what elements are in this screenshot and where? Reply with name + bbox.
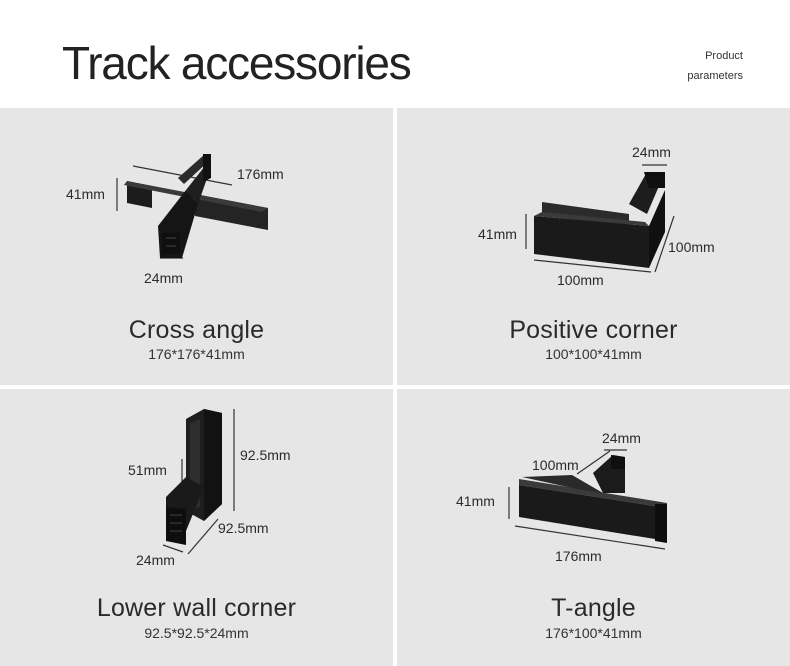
dimension-height: 92.5mm bbox=[240, 447, 291, 463]
page-header: Track accessories Product parameters bbox=[0, 0, 790, 108]
dimension-height: 41mm bbox=[478, 226, 517, 242]
params-line-2: parameters bbox=[687, 70, 743, 82]
product-name: Lower wall corner bbox=[96, 594, 297, 622]
product-size: 100*100*41mm bbox=[545, 346, 642, 362]
dimension-width: 24mm bbox=[632, 144, 671, 160]
dimension-width: 24mm bbox=[144, 270, 183, 286]
cross-angle-illustration bbox=[116, 154, 268, 259]
product-card-lower-wall-corner: 51mm 92.5mm 92.5mm 24mm Lower wall corne… bbox=[0, 389, 393, 666]
product-name: Positive corner bbox=[509, 316, 678, 344]
dimension-length: 92.5mm bbox=[218, 520, 269, 536]
product-card-cross-angle: 41mm 176mm 24mm Cross angle 176*176*41mm bbox=[0, 108, 393, 385]
product-card-t-angle: 24mm 100mm 41mm 176mm T-angle 176*100*41… bbox=[397, 389, 790, 666]
dimension-length: 176mm bbox=[555, 548, 602, 564]
page-title: Track accessories bbox=[62, 37, 412, 89]
t-angle-illustration bbox=[508, 449, 667, 550]
product-size: 92.5*92.5*24mm bbox=[144, 625, 249, 641]
dimension-length: 176mm bbox=[237, 166, 284, 182]
product-size: 176*176*41mm bbox=[148, 346, 245, 362]
product-size: 176*100*41mm bbox=[545, 625, 642, 641]
product-name: T-angle bbox=[551, 594, 636, 622]
dimension-length-b: 100mm bbox=[668, 239, 715, 255]
dimension-branch-length: 100mm bbox=[532, 457, 579, 473]
dimension-depth: 51mm bbox=[128, 462, 167, 478]
dimension-height: 41mm bbox=[66, 186, 105, 202]
dimension-length-a: 100mm bbox=[557, 272, 604, 288]
dimension-height: 41mm bbox=[456, 493, 495, 509]
positive-corner-illustration bbox=[525, 164, 675, 273]
product-card-positive-corner: 24mm 41mm 100mm 100mm Positive corner 10… bbox=[397, 108, 790, 385]
params-line-1: Product bbox=[705, 50, 743, 62]
product-name: Cross angle bbox=[128, 316, 265, 344]
product-parameters-label: Product parameters bbox=[687, 46, 743, 86]
lower-wall-corner-illustration bbox=[162, 409, 235, 555]
dimension-width: 24mm bbox=[136, 552, 175, 568]
dimension-width: 24mm bbox=[602, 430, 641, 446]
